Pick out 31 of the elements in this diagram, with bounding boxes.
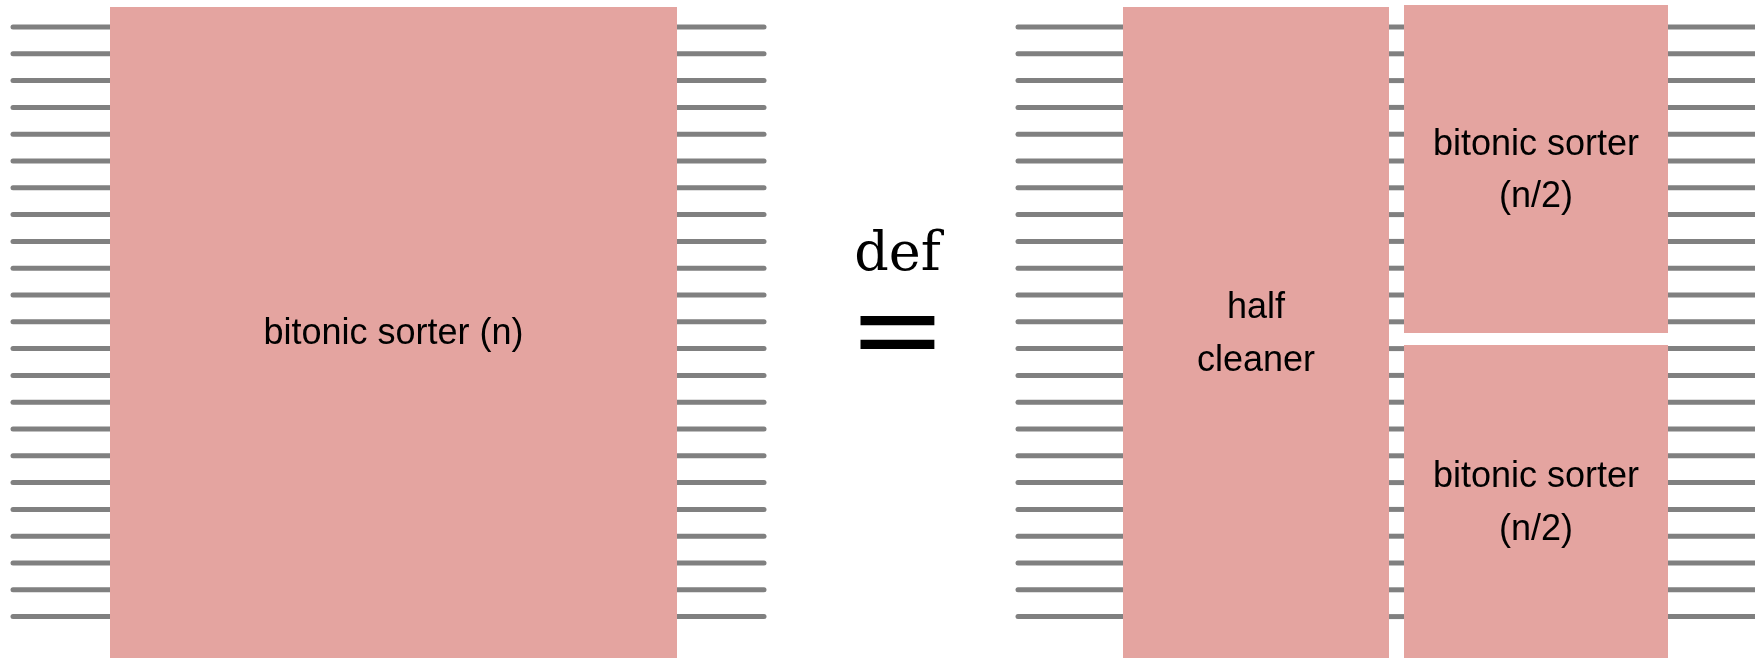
- wire: [1389, 453, 1404, 459]
- box-label: bitonic sorter (n/2): [1431, 453, 1641, 550]
- wire: [1389, 372, 1404, 378]
- wire: [1389, 24, 1404, 30]
- wire: [1389, 265, 1404, 271]
- wire: [1389, 399, 1404, 405]
- wire: [1389, 78, 1404, 84]
- box-label: bitonic sorter (n): [263, 310, 524, 355]
- sorter-box: [1123, 7, 1389, 658]
- box-label: half cleaner: [1195, 284, 1317, 381]
- box-label: bitonic sorter (n/2): [1431, 120, 1641, 217]
- wire: [1389, 292, 1404, 298]
- wire: [1389, 560, 1404, 566]
- wire: [1389, 346, 1404, 352]
- wire: [1389, 104, 1404, 110]
- wire: [1389, 587, 1404, 593]
- wire: [1389, 506, 1404, 512]
- wire: [1389, 131, 1404, 137]
- wire: [1389, 480, 1404, 486]
- sorter-box: [1404, 5, 1668, 333]
- wire: [1389, 319, 1404, 325]
- sorter-box: [110, 7, 677, 658]
- sorter-box: [1404, 345, 1668, 658]
- wire: [1389, 51, 1404, 57]
- wire: [1389, 185, 1404, 191]
- wire: [1389, 238, 1404, 244]
- wire: [1389, 426, 1404, 432]
- wire: [1389, 614, 1404, 620]
- wire: [1389, 212, 1404, 218]
- wire: [1389, 533, 1404, 539]
- wire: [1389, 158, 1404, 164]
